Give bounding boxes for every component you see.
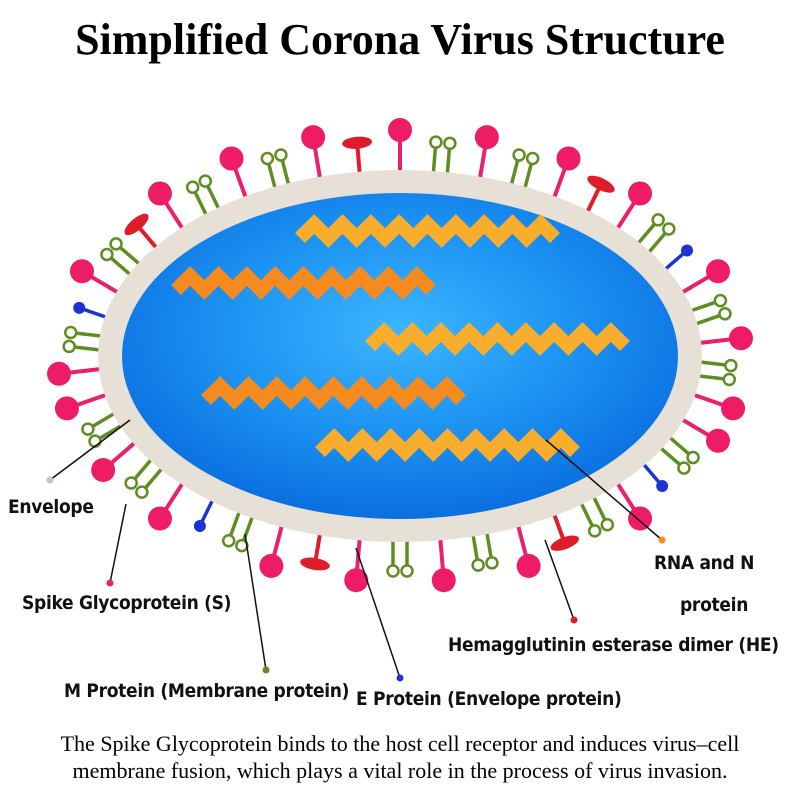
- rna-n-protein-label-line1: RNA and N: [654, 552, 755, 574]
- spike-head: [219, 146, 244, 171]
- spike-head: [728, 326, 753, 351]
- caption-line-2: membrane fusion, which plays a vital rol…: [72, 758, 728, 783]
- spike-head: [705, 428, 730, 453]
- m-protein-label: M Protein (Membrane protein): [64, 680, 350, 702]
- m-protein-leader-line: [244, 533, 267, 671]
- m-ring: [386, 564, 400, 578]
- rna-leader-dot: [658, 536, 666, 544]
- m-ring: [124, 476, 138, 490]
- spike-head: [147, 181, 172, 206]
- rna-n-protein-label-line2: protein: [680, 594, 749, 616]
- e-head: [193, 520, 206, 533]
- m-ring: [713, 293, 728, 308]
- m-ring: [62, 339, 76, 354]
- m-ring: [429, 135, 443, 149]
- m-ring: [260, 151, 275, 166]
- e-head: [656, 480, 669, 493]
- spike-head: [147, 506, 172, 531]
- m-ring: [274, 148, 288, 162]
- m-ring: [677, 461, 691, 475]
- envelope-leader-dot: [46, 476, 54, 484]
- m-ring: [722, 372, 737, 387]
- viral-core: [122, 193, 678, 519]
- rna-strand: [171, 266, 436, 300]
- envelope-label: Envelope: [8, 496, 94, 518]
- leader-lines: [46, 419, 666, 682]
- spike-head: [628, 181, 653, 206]
- m-ring: [198, 174, 213, 188]
- he-head: [587, 175, 615, 193]
- he-head: [550, 535, 579, 551]
- m-ring: [512, 148, 526, 162]
- m-ring: [443, 136, 457, 151]
- spike-head: [474, 125, 499, 150]
- m-ring: [81, 422, 95, 436]
- m-ring: [400, 564, 414, 578]
- page-title: Simplified Corona Virus Structure: [75, 15, 725, 64]
- rna-strand: [295, 214, 560, 248]
- he-leader-line: [544, 539, 575, 621]
- e-protein-leader-dot: [396, 674, 404, 682]
- rna-strand: [201, 376, 466, 410]
- spike-head: [91, 458, 116, 483]
- rna-leader-line: [545, 439, 663, 541]
- e-head: [681, 244, 694, 257]
- he-leader-dot: [570, 616, 578, 624]
- rna-strands: [171, 214, 630, 462]
- spike-head: [431, 568, 456, 593]
- spike-head: [344, 568, 369, 593]
- m-ring: [651, 213, 665, 227]
- spike-glycoprotein-label: Spike Glycoprotein (S): [22, 592, 232, 614]
- m-ring: [525, 151, 540, 166]
- e-head: [73, 301, 86, 314]
- description-caption: The Spike Glycoprotein binds to the host…: [0, 730, 800, 784]
- m-ring: [135, 485, 149, 499]
- m-ring: [485, 556, 499, 570]
- spike-head: [54, 396, 79, 421]
- m-ring: [718, 307, 732, 321]
- he-dimer-label: Hemagglutinin esterase dimer (HE): [448, 634, 779, 656]
- he-head: [342, 136, 373, 149]
- m-ring: [221, 534, 236, 548]
- e-protein-label: E Protein (Envelope protein): [356, 688, 622, 710]
- m-ring: [724, 358, 738, 373]
- m-ring: [88, 434, 102, 448]
- m-protein-leader-dot: [262, 666, 270, 674]
- m-ring: [109, 237, 123, 251]
- rna-strand: [315, 428, 580, 462]
- he-head: [124, 213, 149, 236]
- spike-head: [259, 553, 284, 578]
- m-ring: [686, 450, 700, 465]
- m-protein: [429, 135, 457, 185]
- spike-leader-dot: [106, 579, 114, 587]
- spike-head: [70, 259, 95, 284]
- m-ring: [185, 180, 200, 195]
- m-ring: [63, 325, 78, 340]
- m-ring: [587, 524, 602, 538]
- spike-head: [628, 506, 653, 531]
- spike-head: [516, 553, 541, 578]
- spike-head: [705, 259, 730, 284]
- m-ring: [100, 247, 114, 262]
- e-protein-leader-line: [355, 547, 401, 679]
- caption-line-1: The Spike Glycoprotein binds to the host…: [60, 731, 740, 756]
- spike-head: [301, 125, 326, 150]
- spike-head: [388, 118, 412, 142]
- rna-strand: [365, 322, 630, 356]
- envelope-leader-line: [49, 419, 131, 481]
- spike-head: [47, 361, 72, 386]
- m-ring: [471, 558, 485, 572]
- m-ring: [662, 222, 676, 236]
- m-ring: [600, 517, 615, 532]
- spike-head: [556, 146, 581, 171]
- spike-leader-line: [109, 503, 127, 584]
- m-protein: [124, 450, 170, 499]
- he-head: [300, 557, 330, 571]
- spike-head: [721, 396, 746, 421]
